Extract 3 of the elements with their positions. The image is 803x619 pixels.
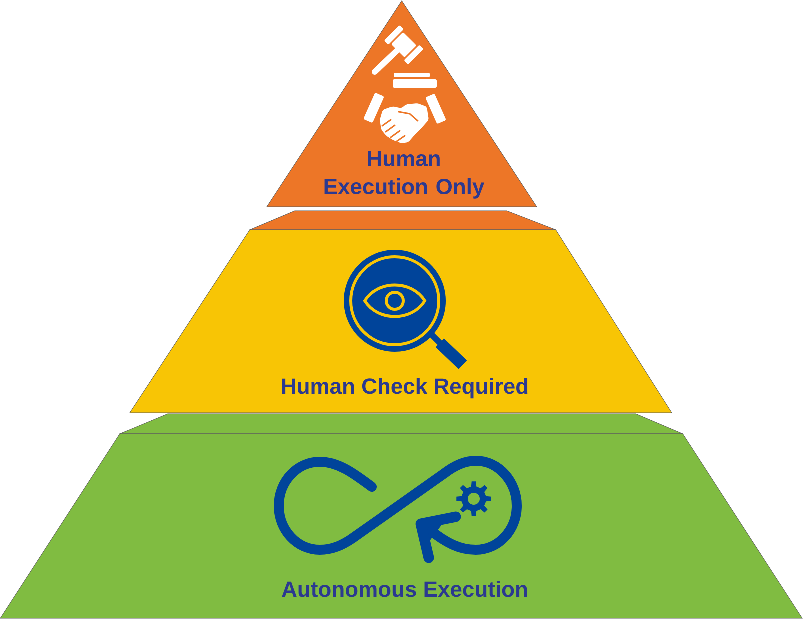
pyramid-tier: Human Execution Only bbox=[250, 0, 556, 230]
pyramid-tier: Human Check Required bbox=[130, 230, 672, 414]
pyramid-tier: Autonomous Execution bbox=[0, 414, 803, 619]
